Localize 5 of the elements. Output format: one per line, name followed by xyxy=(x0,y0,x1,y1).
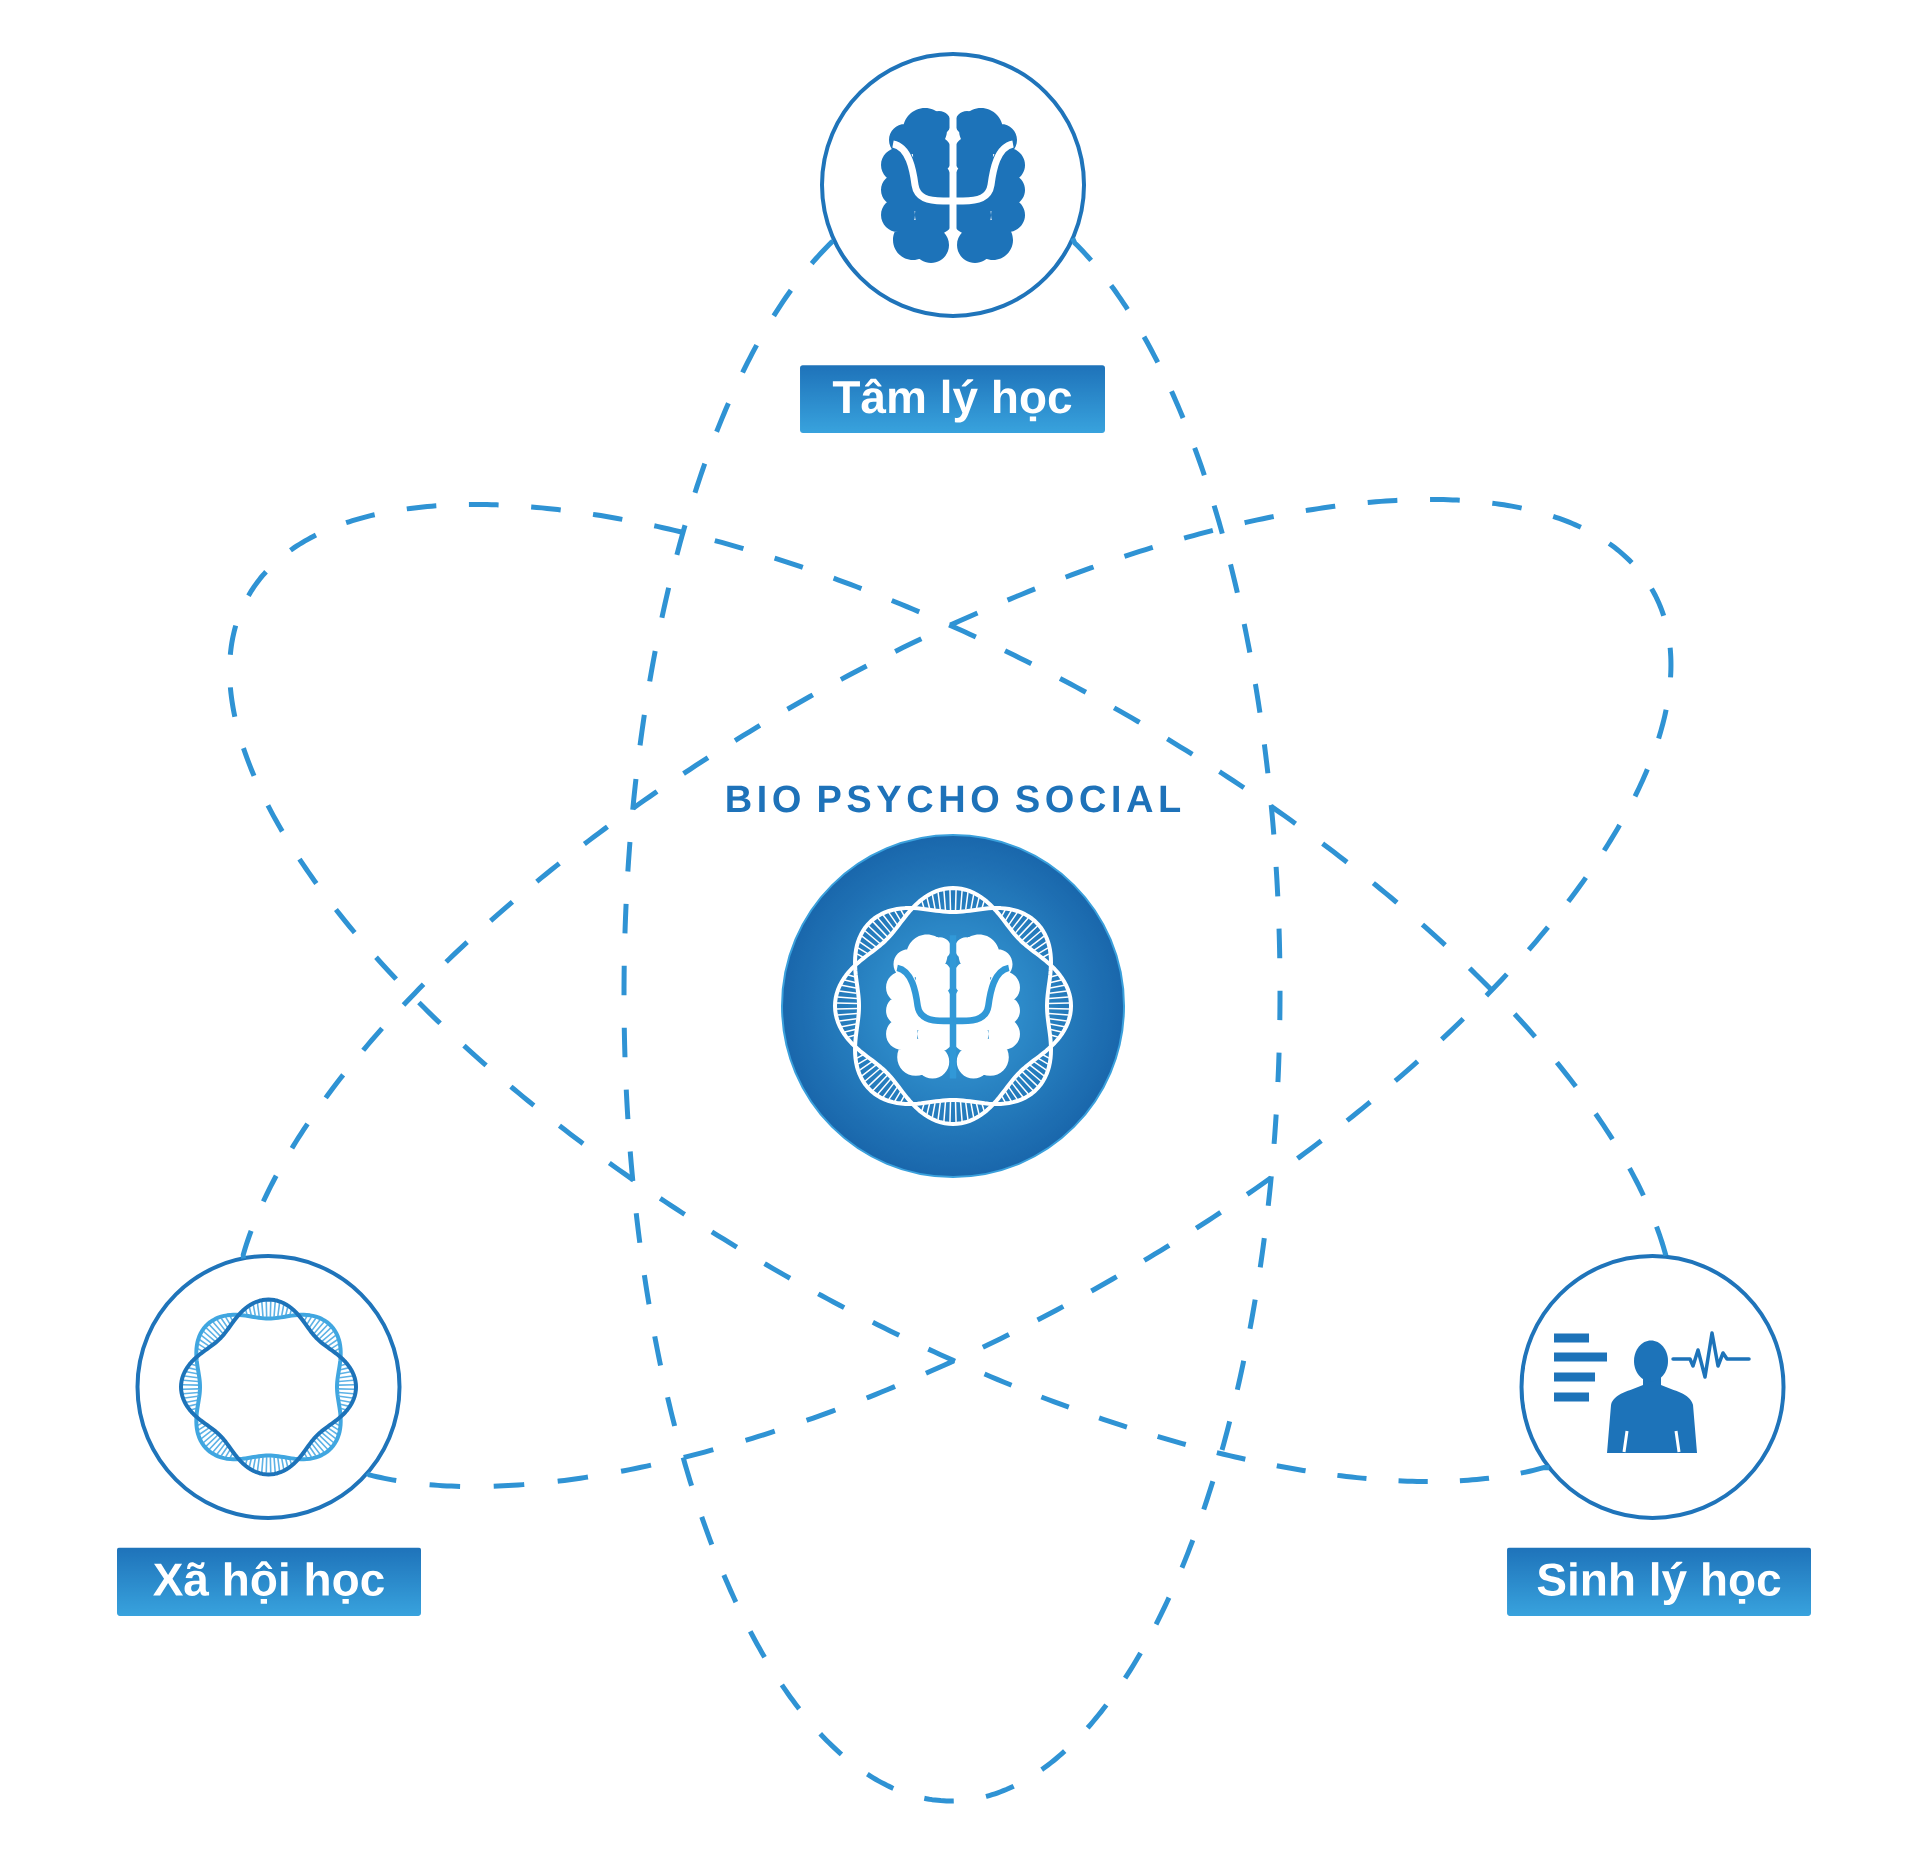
dashed-orbit xyxy=(621,236,1283,1804)
topic-label: Sinh lý học xyxy=(1537,1561,1781,1606)
topic-label: Tâm lý học xyxy=(832,378,1072,423)
model-title: BIO PSYCHO SOCIAL xyxy=(727,785,1181,813)
topic-label: Xã hội học xyxy=(153,1561,384,1604)
